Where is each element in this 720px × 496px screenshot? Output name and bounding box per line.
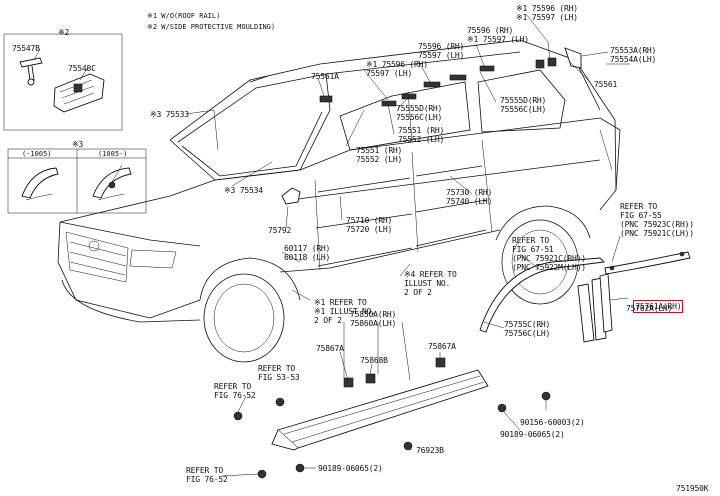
label-75547b[interactable]: 75547B (12, 44, 40, 53)
diagram-id: 751950K (676, 484, 709, 493)
callout-76923b[interactable]: 76923B (416, 446, 444, 455)
pillar-garnish-assembly (479, 251, 691, 343)
callout-refer-fig-53-53[interactable]: REFER TO FIG 53-53 (258, 364, 300, 382)
callout-75561a[interactable]: 75561A (311, 72, 339, 81)
callout-75596-top[interactable]: ※1 75596 (RH) ※1 75597 (LH) (516, 4, 578, 22)
roof-parts (249, 47, 582, 107)
callout-75534[interactable]: ※3 75534 (224, 186, 263, 195)
callout-75596-center[interactable]: 75596 (RH) 75597 (LH) (418, 42, 465, 60)
callout-75553a[interactable]: 75553A(RH) 75554A(LH) (610, 46, 657, 64)
callout-75755c[interactable]: 75755C(RH) 75756C(LH) (504, 320, 551, 338)
leader-lines (185, 13, 630, 477)
variant-left-tag: (-1005) (22, 150, 52, 158)
clip-75867a-right[interactable] (435, 357, 446, 368)
callout-75867a-right[interactable]: 75867A (428, 342, 456, 351)
callout-90156[interactable]: 90156-60003(2) (520, 418, 585, 427)
callout-75868b[interactable]: 75868B (360, 356, 388, 365)
callout-75792[interactable]: 75792 (268, 226, 292, 235)
clip-detail-inset (3, 33, 123, 131)
note-roof-rail: ※1 W/O(ROOF RAIL) (147, 12, 221, 20)
inset-marker: ※2 (58, 28, 70, 37)
callout-75533[interactable]: ※3 75533 (150, 110, 189, 119)
highlighted-part-number[interactable]: 75761A(RH) (633, 300, 684, 313)
variant-inset (7, 148, 147, 214)
roof-clip-75561a[interactable] (319, 95, 333, 103)
callout-refer-fig-76-52-lower[interactable]: REFER TO FIG 76-52 (186, 466, 228, 484)
callout-60117[interactable]: 60117 (RH) 60118 (LH) (284, 244, 331, 262)
highlighted-part-75762a[interactable]: 75762A(LH) (626, 304, 673, 313)
callout-75730[interactable]: 75730 (RH) 75740 (LH) (446, 188, 493, 206)
callout-refer-illust-4[interactable]: ※4 REFER TO ILLUST NO. 2 OF 2 (404, 270, 457, 297)
callout-refer-fig-76-52-upper[interactable]: REFER TO FIG 76-52 (214, 382, 256, 400)
callout-75555d-right[interactable]: 75555D(RH) 75556C(LH) (500, 96, 547, 114)
callout-75596-mid[interactable]: 75596 (RH) ※1 75597 (LH) (467, 26, 529, 44)
callout-75551-upper[interactable]: 75551 (RH) 75552 (LH) (398, 126, 445, 144)
clip-75868b[interactable] (365, 373, 376, 384)
callout-refer-illust-1[interactable]: ※1 REFER TO ※1 ILLUST NO. 2 OF 2 (314, 298, 376, 325)
callout-90189-lower[interactable]: 90189-06065(2) (318, 464, 383, 473)
clip-part-75548c[interactable] (53, 73, 105, 113)
callout-90189-right[interactable]: 90189-06065(2) (500, 430, 565, 439)
callout-75710[interactable]: 75710 (RH) 75720 (LH) (346, 216, 393, 234)
variant-right-tag: (1005-) (98, 150, 128, 158)
highlighted-part-75761a[interactable]: 75761A(RH) (626, 293, 684, 313)
callout-75596-left[interactable]: ※1 75596 (RH) 75597 (LH) (366, 60, 428, 78)
callout-75555d-center[interactable]: 75555D(RH) 75556C(LH) (396, 104, 443, 122)
callout-75551-lower[interactable]: 75551 (RH) 75552 (LH) (356, 146, 403, 164)
note-side-moulding: ※2 W/SIDE PROTECTIVE MOULDING) (147, 23, 276, 31)
callout-75867a-left[interactable]: 75867A (316, 344, 344, 353)
callout-75850a[interactable]: 75850A(RH) 75860A(LH) (350, 310, 397, 328)
callout-refer-fig-67-51[interactable]: REFER TO FIG 67-51 (PNC 75921C(RH)) (PNC… (512, 236, 586, 272)
callout-refer-fig-67-55[interactable]: REFER TO FIG 67-55 (PNC 75923C(RH)) (PNC… (620, 202, 694, 238)
clip-75867a-left[interactable] (343, 377, 354, 388)
label-75548c[interactable]: 75548C (68, 64, 96, 73)
variant-marker: ※3 (72, 140, 84, 149)
callout-75561[interactable]: 75561 (594, 80, 618, 89)
clip-part-75547b[interactable] (19, 57, 43, 86)
